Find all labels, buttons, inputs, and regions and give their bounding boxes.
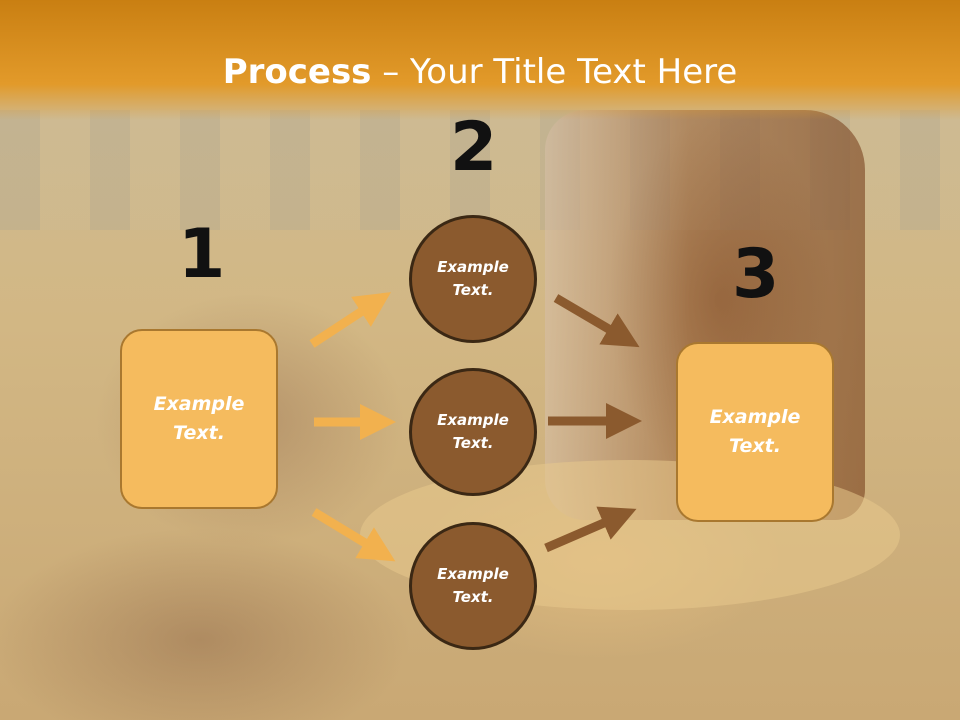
title-bold: Process <box>222 52 372 92</box>
arrow-top-to-right <box>553 294 640 348</box>
title-bar <box>0 0 960 120</box>
circle-bottom-label: Example Text. <box>437 565 509 606</box>
circle-mid: Example Text. <box>409 368 537 496</box>
step-number-1: 1 <box>178 215 226 294</box>
left-box: Example Text. <box>120 329 278 509</box>
circle-top: Example Text. <box>409 215 537 343</box>
circle-top-label: Example Text. <box>437 258 509 299</box>
slide-title: Process – Your Title Text Here <box>0 52 960 92</box>
left-box-label: Example Text. <box>153 393 245 444</box>
circle-mid-label: Example Text. <box>437 411 509 452</box>
step-number-2: 2 <box>450 108 498 187</box>
arrow-box-to-bottom <box>311 508 396 562</box>
circle-bottom: Example Text. <box>409 522 537 650</box>
step-number-3: 3 <box>732 235 780 314</box>
right-box: Example Text. <box>676 342 834 522</box>
right-box-label: Example Text. <box>709 406 801 457</box>
arrow-bottom-to-right <box>544 506 637 553</box>
title-rest: – Your Title Text Here <box>371 52 738 92</box>
arrow-box-to-top <box>309 292 392 348</box>
